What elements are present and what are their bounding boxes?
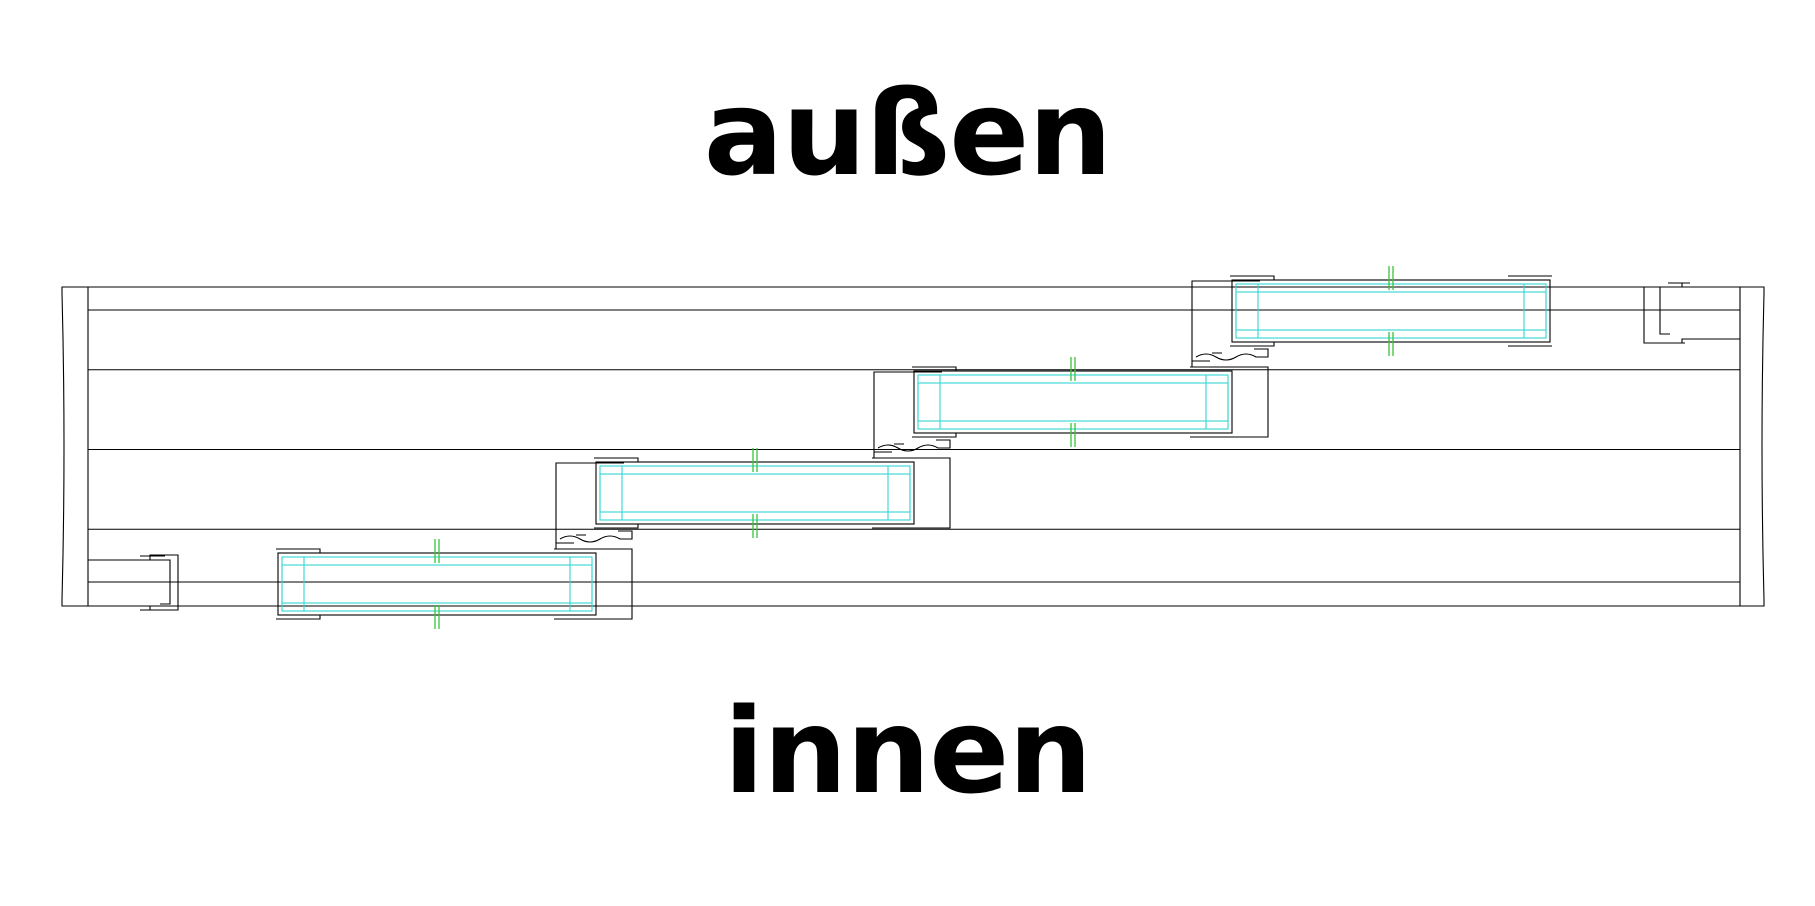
panel-sash-outline (913, 370, 1233, 434)
panel-flange-bottom-left (594, 524, 639, 529)
right-wall-profile (1643, 282, 1740, 344)
right-end-cap (1740, 286, 1765, 607)
panel-flange-bottom-left (1230, 342, 1275, 347)
sliding-panel (912, 280, 1269, 447)
interlock-detail (874, 443, 904, 453)
panel-flange-top-left (912, 366, 957, 371)
panel-glass-frame (917, 374, 1229, 430)
interlock-profile-upper (555, 462, 624, 549)
panel-sash-outline (595, 461, 915, 525)
panel-glass-outer (917, 382, 1229, 422)
panel-glass-frame (1235, 283, 1547, 339)
left-wall-profile (88, 554, 179, 611)
panel-sash-outline (1231, 279, 1551, 343)
panel-glass-outer (1235, 291, 1547, 331)
panel-glass-frame (281, 556, 593, 612)
sliding-panels (276, 266, 1552, 629)
right-wall-profile-flanges (1668, 282, 1685, 344)
interlock-profile-lower (1232, 366, 1269, 438)
panel-flange-bottom-left (912, 433, 957, 438)
interlock-hook (1195, 348, 1269, 361)
panel-glass-outer (281, 564, 593, 604)
sliding-panel (594, 371, 951, 538)
interlock-hook (559, 530, 633, 543)
panel-flange-top-left (276, 548, 321, 553)
interlock-profile-lower (596, 548, 633, 620)
left-wall-profile-flanges (140, 555, 165, 611)
panel-flange-top-left (594, 457, 639, 462)
sliding-panel (276, 462, 633, 629)
left-end-cap (61, 286, 88, 607)
sliding-panel (1230, 266, 1552, 356)
panel-sash-outline (277, 552, 597, 616)
interlock-profile-lower (914, 457, 951, 529)
panel-flange-top-left (1230, 275, 1275, 280)
panel-glass-frame (599, 465, 911, 521)
left-wall-profile-inner (150, 559, 171, 605)
track-frame (61, 282, 1765, 611)
inside-label: innen (723, 682, 1093, 820)
panel-glass-outer (599, 473, 911, 513)
panel-flange-bottom-left (276, 615, 321, 620)
outside-label: außen (703, 64, 1113, 202)
interlock-profile-upper (1191, 280, 1260, 367)
interlock-detail (1192, 352, 1222, 362)
right-wall-profile-inner (1659, 286, 1682, 335)
interlock-profile-upper (873, 371, 942, 458)
interlock-hook (877, 439, 951, 452)
interlock-detail (556, 534, 586, 544)
